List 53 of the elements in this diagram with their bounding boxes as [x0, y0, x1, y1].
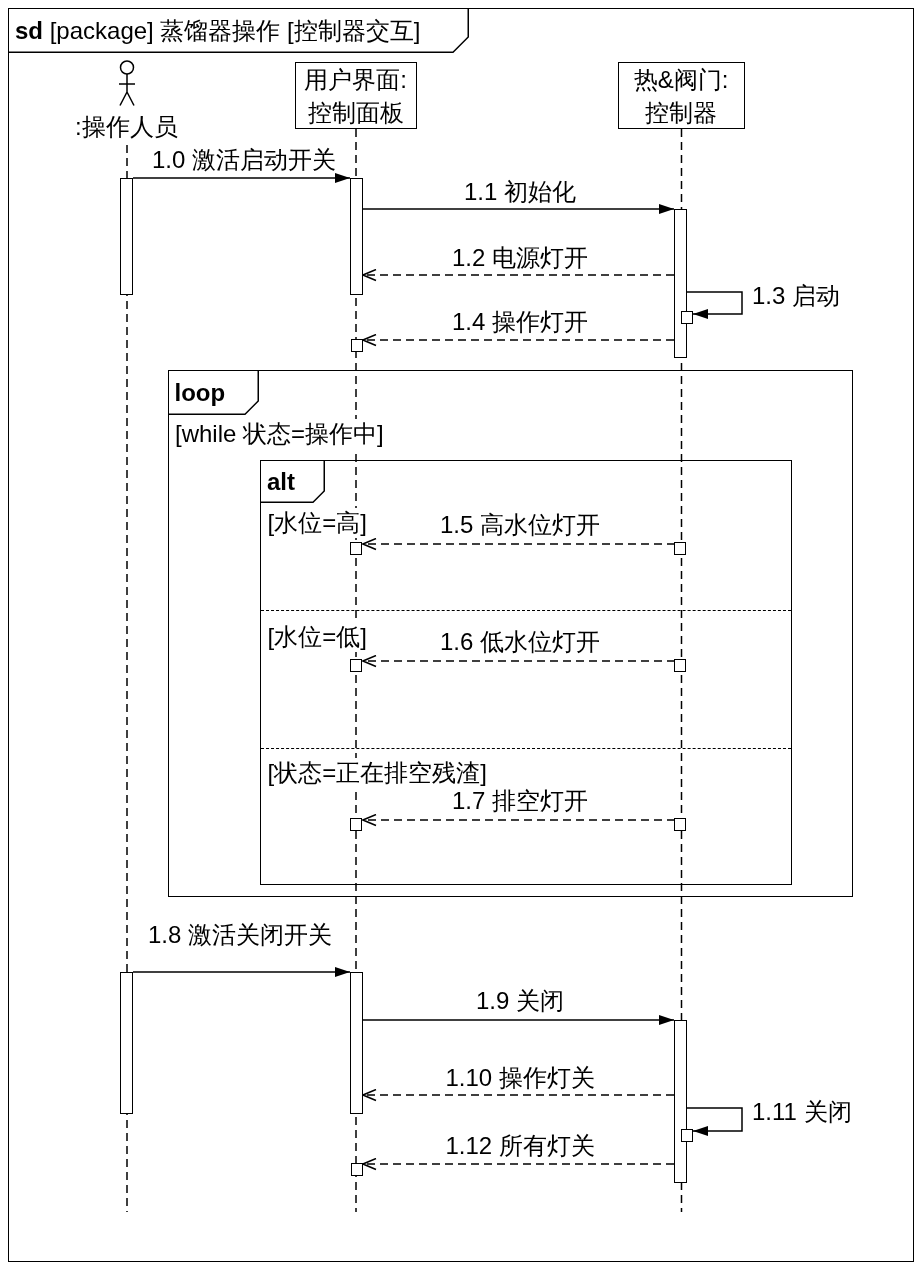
execution-square	[350, 1162, 363, 1176]
message-label: 1.12 所有灯关	[445, 1131, 595, 1161]
message-arrow	[362, 204, 675, 214]
execution-square	[673, 817, 686, 831]
message-label: 1.5 高水位灯开	[440, 510, 601, 540]
activation-bar	[673, 208, 687, 358]
fragment-operator: alt	[261, 461, 325, 503]
message-label: 1.8 激活关闭开关	[148, 920, 333, 950]
return-arrow	[362, 1088, 675, 1102]
return-arrow	[362, 1157, 675, 1171]
execution-square	[350, 338, 363, 352]
execution-square	[349, 658, 362, 672]
return-arrow	[362, 537, 676, 551]
message-arrow	[132, 967, 351, 977]
lifeline-box: 热&阀门:控制器	[617, 61, 745, 129]
guard-condition: [状态=正在排空残渣]	[267, 757, 487, 788]
activation-bar	[119, 971, 133, 1114]
message-label: 1.11 关闭	[752, 1097, 852, 1127]
return-arrow	[362, 333, 675, 347]
message-arrow	[132, 173, 351, 183]
actor-name: :操作人员	[75, 111, 178, 142]
execution-square	[673, 541, 686, 555]
diagram-frame	[8, 8, 914, 1262]
self-message-arrow	[686, 1107, 743, 1136]
message-label: 1.2 电源灯开	[452, 243, 589, 273]
execution-square	[673, 658, 686, 672]
activation-bar	[349, 971, 363, 1114]
execution-square	[349, 817, 362, 831]
fragment-operator: loop	[168, 370, 259, 415]
message-label: 1.3 启动	[752, 281, 841, 311]
execution-square	[349, 541, 362, 555]
frame-title: sd [package] 蒸馏器操作 [控制器交互]	[9, 9, 469, 53]
activation-bar	[119, 177, 133, 295]
message-arrow	[362, 1015, 675, 1025]
lifeline-box: 用户界面:控制面板	[294, 61, 417, 129]
return-arrow	[362, 813, 676, 827]
message-label: 1.9 关闭	[476, 986, 565, 1016]
message-label: 1.4 操作灯开	[452, 307, 589, 337]
combined-fragment	[260, 460, 792, 885]
message-label: 1.1 初始化	[464, 177, 577, 207]
message-label: 1.0 激活启动开关	[152, 145, 337, 175]
activation-bar	[349, 177, 363, 295]
activation-bar	[673, 1019, 687, 1183]
message-label: 1.6 低水位灯开	[440, 627, 601, 657]
return-arrow	[362, 268, 675, 282]
return-arrow	[362, 654, 676, 668]
guard-condition: [水位=低]	[267, 621, 367, 652]
message-label: 1.10 操作灯关	[445, 1063, 595, 1093]
message-label: 1.7 排空灯开	[452, 786, 589, 816]
combined-fragment	[167, 369, 853, 897]
guard-condition: [水位=高]	[267, 507, 367, 538]
guard-condition: [while 状态=操作中]	[175, 419, 384, 449]
self-message-arrow	[686, 291, 743, 319]
